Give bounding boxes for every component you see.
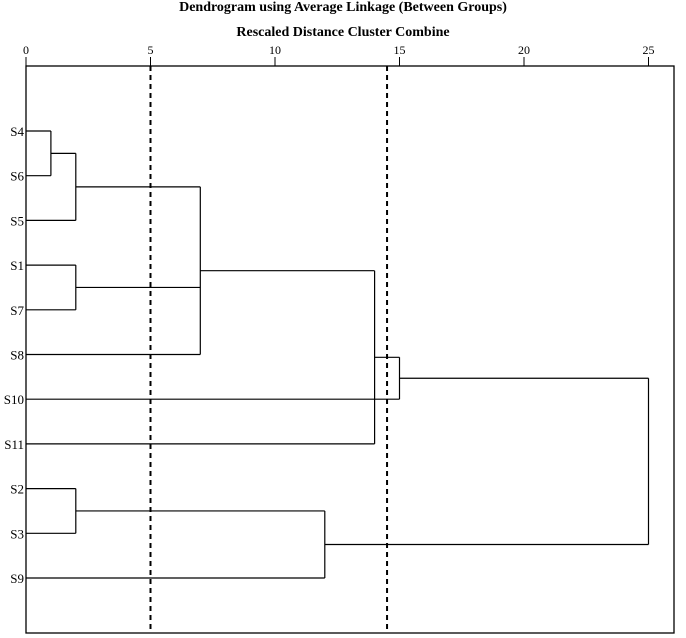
leaf-label: S5 — [10, 213, 24, 228]
x-tick-label: 5 — [148, 43, 154, 57]
x-tick-label: 20 — [518, 43, 530, 57]
x-tick-label: 25 — [643, 43, 655, 57]
leaf-label: S8 — [10, 348, 24, 363]
chart-subtitle: Rescaled Distance Cluster Combine — [236, 25, 450, 40]
x-tick-label: 10 — [269, 43, 281, 57]
chart-title: Dendrogram using Average Linkage (Betwee… — [179, 0, 507, 15]
leaf-label: S9 — [10, 571, 24, 586]
x-tick-label: 0 — [23, 43, 29, 57]
leaf-label: S7 — [10, 303, 24, 318]
leaf-label: S3 — [10, 526, 24, 541]
leaf-label: S10 — [4, 392, 24, 407]
leaf-label: S1 — [10, 258, 24, 273]
plot-frame — [25, 65, 675, 634]
leaf-label: S2 — [10, 482, 24, 497]
leaf-label: S4 — [10, 124, 24, 139]
x-tick-label: 15 — [394, 43, 406, 57]
leaf-label: S11 — [4, 437, 24, 452]
leaf-label: S6 — [10, 169, 24, 184]
